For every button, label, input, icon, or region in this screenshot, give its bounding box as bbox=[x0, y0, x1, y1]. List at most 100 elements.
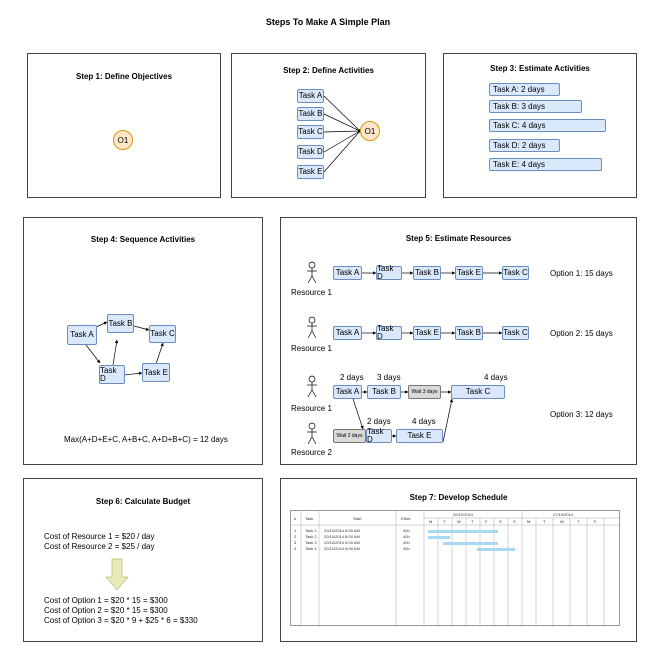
step5-panel: Step 5: Estimate Resources bbox=[280, 217, 637, 465]
gantt-day: M bbox=[527, 519, 531, 524]
gantt-cell: 2 bbox=[294, 534, 297, 539]
estimate-box: Task D: 2 days bbox=[489, 139, 560, 152]
step4-panel: Step 4: Sequence Activities Task A Task … bbox=[23, 217, 263, 465]
step3-title: Step 3: Estimate Activities bbox=[490, 64, 590, 73]
gantt-cell: 40h bbox=[403, 534, 410, 539]
option-cost-line: Cost of Option 1 = $20 * 15 = $300 bbox=[44, 596, 168, 605]
task-box: Task C bbox=[297, 125, 324, 139]
gantt-bar bbox=[477, 548, 515, 551]
step2-title: Step 2: Define Activities bbox=[283, 66, 374, 75]
gantt-week: 20/10/2014 bbox=[453, 512, 474, 517]
gantt-day: T bbox=[543, 519, 546, 524]
option-cost-line: Cost of Option 2 = $20 * 15 = $300 bbox=[44, 606, 168, 615]
gantt-header: # bbox=[294, 516, 297, 521]
step7-title: Step 7: Develop Schedule bbox=[409, 493, 508, 502]
task-box: Task B bbox=[455, 326, 483, 340]
step6-panel: Step 6: Calculate Budget Cost of Resourc… bbox=[23, 478, 263, 642]
gantt-day: F bbox=[485, 519, 488, 524]
step1-title: Step 1: Define Objectives bbox=[75, 72, 173, 81]
gantt-cell: 20/10/2014 8:00 AM bbox=[324, 534, 360, 539]
task-box: Task D bbox=[99, 365, 125, 384]
gantt-cell: 40h bbox=[403, 540, 410, 545]
objective-circle: O1 bbox=[360, 121, 380, 141]
task-box: Task A bbox=[333, 266, 362, 280]
task-box: Task E bbox=[297, 165, 324, 179]
option-label: Option 3: 12 days bbox=[550, 410, 613, 419]
gantt-cell: 40h bbox=[403, 528, 410, 533]
task-box: Task C bbox=[502, 326, 529, 340]
duration-label: 4 days bbox=[412, 417, 436, 426]
task-box: Task D bbox=[366, 428, 392, 444]
step2-connectors bbox=[323, 95, 362, 173]
gantt-cell: 20/10/2014 8:00 AM bbox=[324, 540, 360, 545]
duration-label: 3 days bbox=[377, 373, 401, 382]
gantt-cell: 3 bbox=[294, 540, 297, 545]
estimate-box: Task A: 2 days bbox=[489, 83, 560, 96]
resource-label: Resource 1 bbox=[291, 344, 332, 353]
wait-box: Wait 3 days bbox=[408, 385, 441, 399]
step5-diagram bbox=[307, 261, 503, 445]
gantt-cell: 4 bbox=[294, 546, 297, 551]
task-box: Task E bbox=[142, 363, 170, 382]
task-box: Task D bbox=[297, 145, 324, 159]
task-box: Task D bbox=[376, 265, 402, 281]
gantt-day: W bbox=[457, 519, 461, 524]
option-label: Option 1: 15 days bbox=[550, 269, 613, 278]
task-box: Task E bbox=[413, 326, 441, 340]
gantt-week: 27/10/2014 bbox=[553, 512, 574, 517]
gantt-bar bbox=[443, 542, 498, 545]
task-box: Task A bbox=[67, 325, 97, 345]
task-box: Task B bbox=[107, 314, 134, 333]
resource-label: Resource 1 bbox=[291, 288, 332, 297]
step6-title: Step 6: Calculate Budget bbox=[95, 497, 191, 506]
step5-title: Step 5: Estimate Resources bbox=[405, 234, 512, 243]
task-box: Task E bbox=[396, 429, 443, 443]
task-box: Task A bbox=[333, 385, 362, 399]
estimate-box: Task B: 3 days bbox=[489, 100, 582, 113]
duration-label: 4 days bbox=[484, 373, 508, 382]
gantt-day: T bbox=[577, 519, 580, 524]
duration-label: 2 days bbox=[367, 417, 391, 426]
gantt-day: S bbox=[513, 519, 516, 524]
cost-line: Cost of Resource 2 = $25 / day bbox=[44, 542, 155, 551]
gantt-cell: 1 bbox=[294, 528, 297, 533]
option-cost-line: Cost of Option 3 = $20 * 9 + $25 * 6 = $… bbox=[44, 616, 198, 625]
step4-arrows bbox=[85, 321, 164, 376]
gantt-bar bbox=[428, 530, 498, 533]
task-box: Task D bbox=[376, 325, 402, 341]
step4-formula: Max(A+D+E+C, A+B+C, A+D+B+C) = 12 days bbox=[64, 435, 228, 444]
step4-title: Step 4: Sequence Activities bbox=[90, 235, 196, 244]
estimate-box: Task C: 4 days bbox=[489, 119, 606, 132]
gantt-bars bbox=[428, 530, 515, 551]
wait-box: Wait 2 days bbox=[333, 429, 366, 443]
down-arrow-icon bbox=[105, 558, 129, 591]
task-box: Task E bbox=[455, 266, 483, 280]
gantt-header: Effort bbox=[401, 516, 411, 521]
gantt-bar bbox=[428, 536, 450, 539]
gantt-cell: 40h bbox=[403, 546, 410, 551]
gantt-cell: Task 2 bbox=[305, 534, 317, 539]
step3-panel: Step 3: Estimate Activities Task A: 2 da… bbox=[443, 53, 637, 198]
task-box: Task B bbox=[413, 266, 441, 280]
gantt-day: M bbox=[429, 519, 433, 524]
gantt-day: T bbox=[443, 519, 446, 524]
gantt-day: T bbox=[471, 519, 474, 524]
task-box: Task A bbox=[297, 89, 324, 103]
step1-panel: Step 1: Define Objectives O1 bbox=[27, 53, 221, 198]
resource-label: Resource 2 bbox=[291, 448, 332, 457]
task-box: Task C bbox=[502, 266, 529, 280]
gantt-day: W bbox=[560, 519, 564, 524]
resource-figures bbox=[307, 261, 317, 445]
cost-line: Cost of Resource 1 = $20 / day bbox=[44, 532, 155, 541]
gantt-chart: # Task Start Effort 20/10/2014 27/10/201… bbox=[290, 510, 621, 627]
task-box: Task A bbox=[333, 326, 362, 340]
gantt-day: S bbox=[499, 519, 502, 524]
task-box: Task C bbox=[451, 385, 505, 399]
estimate-box: Task E: 4 days bbox=[489, 158, 602, 171]
objective-circle: O1 bbox=[113, 130, 133, 150]
gantt-cell: Task 3 bbox=[305, 540, 317, 545]
duration-label: 2 days bbox=[340, 373, 364, 382]
gantt-day: F bbox=[594, 519, 597, 524]
gantt-cell: 20/10/2014 8:00 AM bbox=[324, 546, 360, 551]
gantt-cell: Task 1 bbox=[305, 528, 317, 533]
